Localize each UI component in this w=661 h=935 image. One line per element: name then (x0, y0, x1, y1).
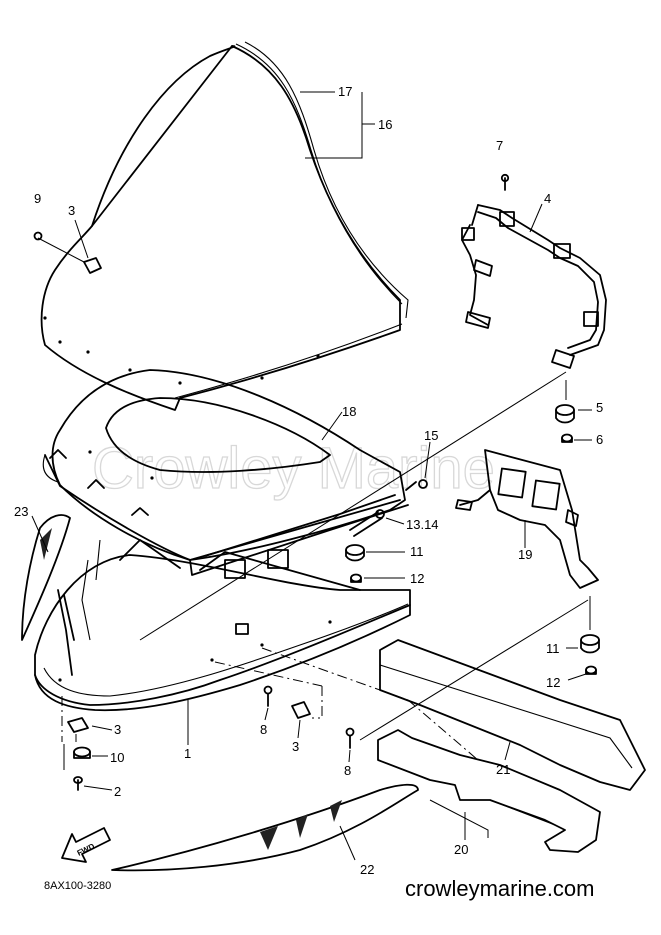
main-hood (34, 539, 411, 712)
mounting-bracket (455, 449, 599, 589)
callout-11-center: 11 (410, 544, 424, 559)
callout-3-center: 3 (292, 739, 299, 754)
callout-8-right: 8 (344, 763, 351, 778)
decal-22 (111, 783, 419, 872)
callout-21: 21 (496, 762, 510, 777)
callout-11-right: 11 (546, 641, 560, 656)
callout-labels: 17 16 7 4 9 3 5 6 18 15 13.14 19 23 11 1… (14, 84, 603, 877)
callout-3-lower: 3 (114, 722, 121, 737)
collar (349, 509, 385, 537)
callout-7: 7 (496, 138, 503, 153)
grommet-right (580, 634, 600, 654)
callout-23: 23 (14, 504, 28, 519)
grommet (555, 404, 575, 424)
callout-1: 1 (184, 746, 191, 761)
callout-12-center: 12 (410, 571, 424, 586)
bolt-15 (405, 479, 428, 491)
callout-13-14: 13.14 (406, 517, 439, 532)
nut-center (350, 573, 362, 583)
clip-lower (67, 717, 89, 733)
drawing-code: 8AX100-3280 (44, 880, 112, 892)
callout-16: 16 (378, 117, 392, 132)
washer-lower (73, 746, 91, 759)
screw-lower (73, 776, 83, 791)
callout-6: 6 (596, 432, 603, 447)
fwd-arrow-icon: FWD (61, 827, 111, 863)
screw-8a (263, 685, 273, 707)
callout-4: 4 (544, 191, 551, 206)
callout-2: 2 (114, 784, 121, 799)
callout-5: 5 (596, 400, 603, 415)
fwd-label: FWD (76, 842, 97, 858)
callout-3-upper: 3 (68, 203, 75, 218)
windshield-bracket (461, 204, 607, 369)
callout-10: 10 (110, 750, 124, 765)
callout-20: 20 (454, 842, 468, 857)
callout-22: 22 (360, 862, 374, 877)
plate-20 (377, 729, 601, 853)
grommet-center (345, 544, 365, 562)
callout-15: 15 (424, 428, 438, 443)
callout-17: 17 (338, 84, 352, 99)
screw-8b (345, 727, 355, 749)
bracket-screw (500, 173, 510, 191)
windshield-clip (37, 219, 102, 274)
callout-18: 18 (342, 404, 356, 419)
callout-12-right: 12 (546, 675, 560, 690)
callout-19: 19 (518, 547, 532, 562)
callout-9: 9 (34, 191, 41, 206)
windshield-screw (33, 231, 43, 241)
side-decal (21, 514, 71, 641)
upper-cowling (42, 369, 409, 579)
callout-8-left: 8 (260, 722, 267, 737)
plate-21 (379, 639, 646, 791)
nut-right (585, 665, 597, 675)
nut (561, 433, 573, 443)
site-footer: crowleymarine.com (405, 876, 595, 901)
watermark-text: Crowley Marine (92, 436, 495, 501)
clip-center (291, 701, 311, 719)
windshield (40, 41, 409, 411)
